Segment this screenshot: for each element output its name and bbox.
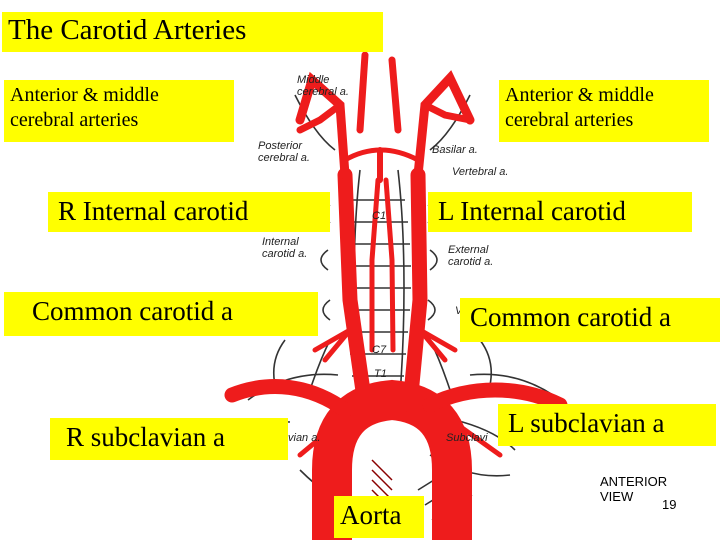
basilar-drawing-label: Basilar a.: [432, 144, 478, 156]
aorta-arch: [312, 379, 472, 540]
c1-drawing-label: C1: [372, 210, 387, 222]
page-title: The Carotid Arteries: [2, 12, 383, 52]
subclavian-partial-left-label: vian a.: [288, 432, 321, 444]
aorta-detail: [371, 459, 393, 511]
anterior-middle-cerebral-label-left: Anterior & middle cerebral arteries: [499, 80, 709, 142]
internal-carotid-drawing-label: Internal carotid a.: [262, 236, 308, 260]
r-internal-carotid-label: R Internal carotid: [48, 192, 330, 232]
anterior-cerebral: [356, 51, 402, 134]
anterior-middle-cerebral-text-right: Anterior & middle cerebral arteries: [10, 84, 159, 131]
l-subclavian-label: L subclavian a: [498, 404, 716, 446]
right-internal-carotid: [295, 71, 350, 180]
left-middle-cerebral: [421, 101, 474, 124]
aorta-label: Aorta: [334, 496, 424, 538]
left-vertebral: [383, 177, 396, 353]
c7-drawing-label: C7: [372, 344, 387, 356]
right-vertebral: [369, 177, 381, 353]
left-subclavian: [422, 382, 568, 413]
r-subclavian-label: R subclavian a: [50, 418, 288, 460]
right-subclavian: [224, 379, 353, 418]
anterior-view-caption: ANTERIOR VIEW: [600, 474, 668, 504]
anterior-middle-cerebral-text-left: Anterior & middle cerebral arteries: [505, 84, 654, 131]
vertebral-drawing-label: Vertebral a.: [452, 166, 509, 178]
left-branches: [417, 327, 503, 458]
arteries: [224, 51, 568, 540]
l-internal-carotid-label: L Internal carotid: [428, 192, 692, 232]
r-common-carotid-label: Common carotid a: [4, 292, 318, 336]
middle-cerebral-drawing-label: Middle cerebral a.: [297, 74, 349, 98]
l-common-carotid-label: Common carotid a: [460, 298, 720, 342]
anterior-middle-cerebral-label-right: Anterior & middle cerebral arteries: [4, 80, 234, 142]
posterior-cerebral-drawing-label: Posterior cerebral a.: [258, 140, 310, 164]
right-middle-cerebral: [296, 101, 344, 134]
t1-drawing-label: T1: [374, 368, 387, 380]
right-common-carotid: [337, 167, 373, 413]
external-carotid-drawing-label: External carotid a.: [448, 244, 494, 268]
right-branches: [297, 327, 353, 458]
page-number: 19: [662, 497, 677, 512]
subclavian-partial-right-label: Subclavi: [446, 432, 488, 444]
left-internal-carotid: [413, 70, 475, 180]
left-common-carotid: [402, 167, 428, 413]
